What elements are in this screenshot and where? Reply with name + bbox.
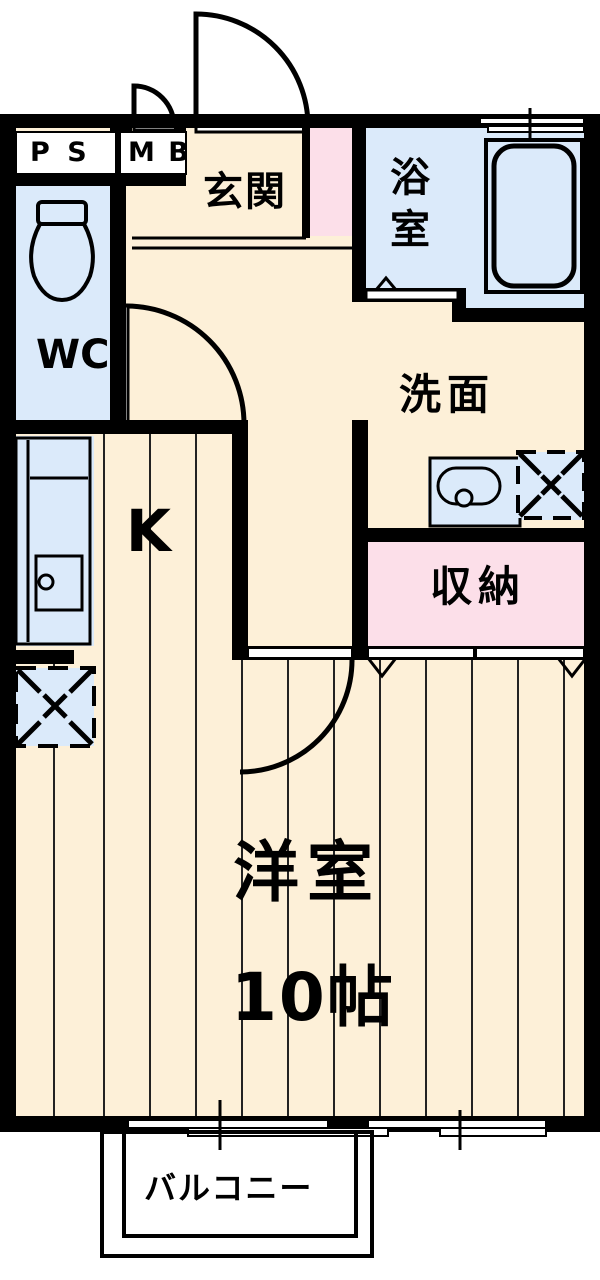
washer-stub-wall	[16, 650, 74, 664]
label-wc-text: WC	[36, 332, 110, 378]
room-fills	[14, 126, 586, 1252]
toilet-fixture	[29, 200, 95, 303]
label-room-size: 10帖	[231, 959, 395, 1036]
shoe-closet-fill	[310, 126, 352, 236]
label-bath-text: 浴室	[390, 155, 430, 253]
shaft-label-boxes	[15, 131, 187, 175]
storage-door-arrow-right	[556, 657, 588, 679]
room-door-swing	[239, 659, 355, 775]
label-wc: WC	[36, 332, 110, 378]
label-storage: 収納	[430, 562, 527, 611]
label-senmen: 洗面	[399, 370, 496, 419]
storage-fill	[366, 540, 586, 650]
label-room-name: 洋室	[233, 834, 381, 911]
bathtub-fixture	[484, 138, 584, 294]
balcony-fill	[110, 1136, 380, 1252]
washer-placement-marker	[14, 666, 96, 748]
label-bath: 浴室	[390, 152, 440, 256]
label-mb: M B	[128, 137, 191, 168]
label-balcony: バルコニー	[144, 1169, 314, 1207]
balcony-outline	[100, 1130, 374, 1258]
kitchen-sink-fixture	[14, 436, 92, 646]
entrance-door-swing	[193, 11, 311, 127]
label-genkan: 玄関	[203, 169, 287, 215]
bath-door-arrow	[374, 275, 398, 291]
washbasin-fixture	[428, 456, 522, 528]
label-ps: P S	[30, 137, 91, 168]
label-kitchen: K	[126, 497, 171, 565]
washer-placement-marker	[516, 450, 586, 520]
storage-door-arrow-left	[366, 657, 398, 679]
bath-sliding-door	[364, 288, 460, 302]
flooring-plank-lines	[53, 430, 565, 1128]
